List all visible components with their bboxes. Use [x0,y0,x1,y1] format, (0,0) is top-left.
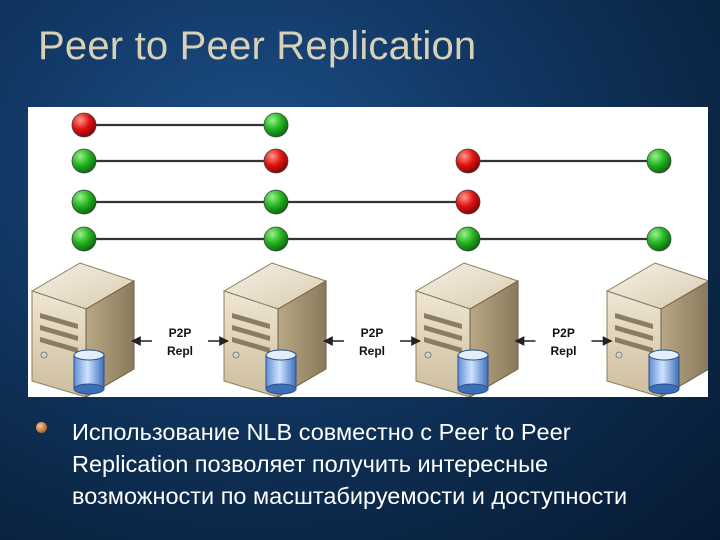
repl-label: Repl [359,344,385,358]
database-icon [73,354,105,390]
server-icon [605,262,708,397]
repl-label: Repl [550,344,576,358]
bullet-text: Использование NLB совместно с Peer to Pe… [72,419,628,509]
status-dot-green [263,189,289,215]
status-dot-green [646,226,672,252]
status-lines-layer [71,112,672,252]
status-dot-green [646,148,672,174]
p2p-label: P2P [361,326,384,340]
status-dot-red [455,148,481,174]
status-dot-green [455,226,481,252]
status-dot-green [263,226,289,252]
servers-layer: P2P Repl P2P Repl P2P Repl [30,262,708,397]
server-icon [222,262,328,397]
slide-title: Peer to Peer Replication [38,24,477,68]
status-dot-green [71,148,97,174]
status-dot-green [263,112,289,138]
status-dot-green [71,189,97,215]
status-dot-green [71,226,97,252]
server-icon [414,262,520,397]
p2p-label: P2P [552,326,575,340]
bullet-icon [36,422,47,433]
p2p-label: P2P [169,326,192,340]
server-icon [30,262,136,397]
repl-label: Repl [167,344,193,358]
replication-diagram-svg: P2P Repl P2P Repl P2P Repl [30,112,708,397]
status-dot-red [263,148,289,174]
replication-diagram: P2P Repl P2P Repl P2P Repl [28,107,708,397]
status-dot-red [455,189,481,215]
status-dot-red [71,112,97,138]
